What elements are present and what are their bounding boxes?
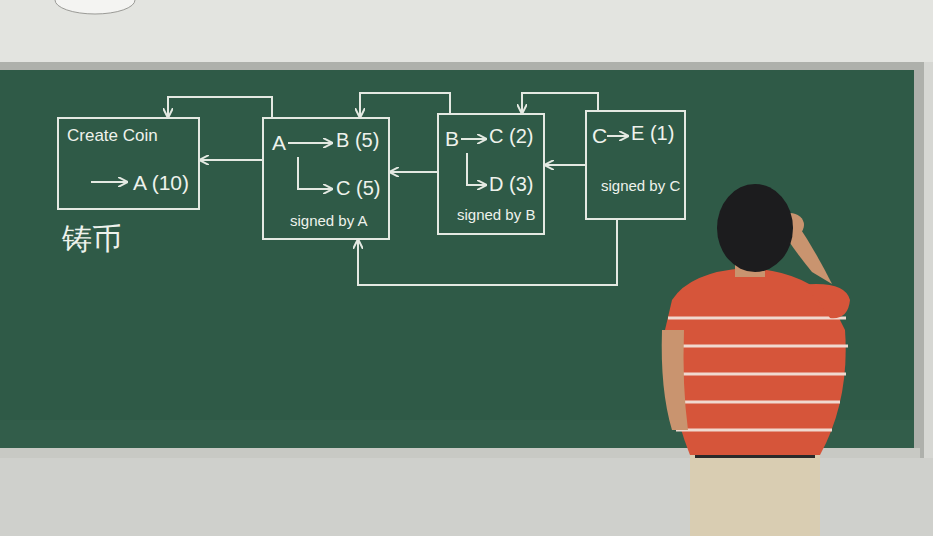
payer-name: B	[445, 127, 459, 150]
payment-arrow	[467, 153, 486, 185]
hash-pointer	[200, 159, 262, 161]
transaction-block: C E (1) signed by C	[585, 110, 686, 220]
wall-clock	[55, 0, 135, 14]
payment-arrow	[91, 181, 127, 183]
block-heading: Create Coin	[67, 127, 158, 146]
signature-note: signed by A	[290, 213, 368, 230]
wall	[0, 0, 933, 62]
hash-pointer	[390, 171, 437, 173]
signature-note: signed by B	[457, 207, 535, 224]
transaction-block: A B (5) C (5) signed by A	[262, 117, 390, 240]
coin-output: E (1)	[631, 122, 674, 144]
coin-output: B (5)	[336, 129, 379, 151]
transaction-block: Create Coin A (10)	[57, 117, 200, 210]
board-frame	[0, 62, 924, 458]
trousers	[690, 455, 820, 536]
head-hair	[717, 184, 793, 272]
coin-output: D (3)	[489, 173, 533, 195]
lecturer	[662, 184, 850, 536]
coin-output: A (10)	[133, 171, 189, 194]
shirt-stripes	[664, 318, 848, 430]
payment-arrow	[288, 142, 332, 144]
signature-note: signed by C	[601, 178, 680, 195]
payment-arrow	[607, 135, 628, 137]
board-note: 铸币	[62, 222, 122, 255]
payment-arrow	[461, 138, 486, 140]
left-arm	[662, 330, 688, 430]
hash-pointer	[545, 164, 585, 166]
raised-arm	[800, 284, 850, 318]
coin-output: C (2)	[489, 125, 533, 147]
payment-arrow	[298, 157, 332, 189]
hash-pointer	[168, 97, 272, 117]
payer-name: A	[272, 131, 286, 154]
hash-pointer	[358, 220, 617, 285]
coin-output: C (5)	[336, 177, 380, 199]
transaction-block: B C (2) D (3) signed by B	[437, 113, 545, 235]
payer-name: C	[592, 124, 607, 147]
